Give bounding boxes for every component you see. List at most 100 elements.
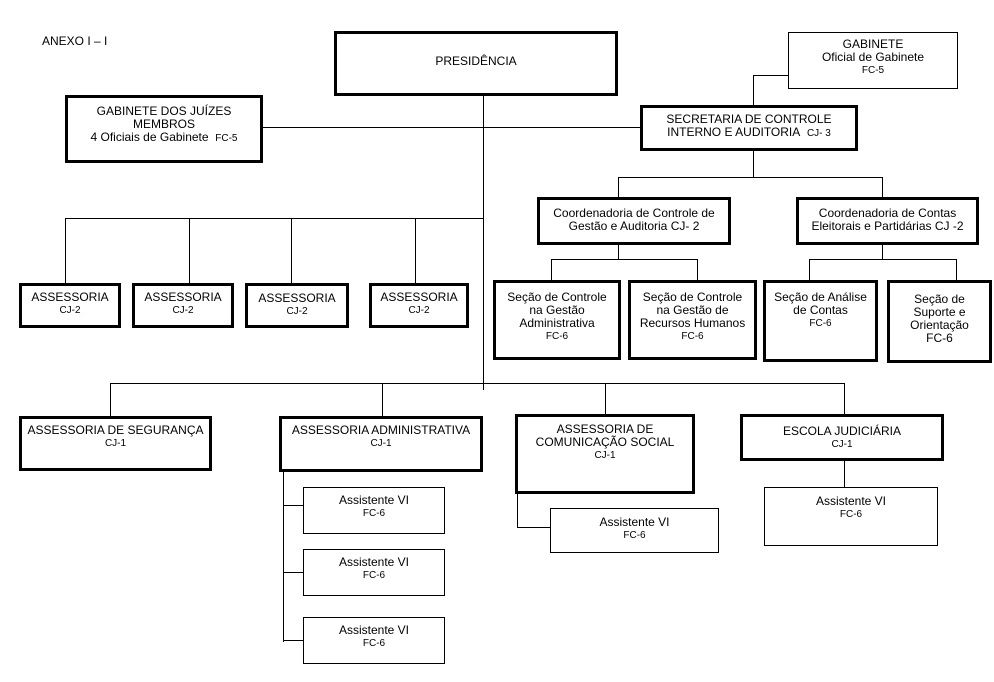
coord-contas-line2: Eleitorais e Partidárias <box>811 219 932 233</box>
bottom-unit-label: ASSESSORIA DE SEGURANÇA <box>27 423 204 437</box>
assistente-box: Assistente VI FC-6 <box>764 487 938 546</box>
bottom-unit-code: CJ-1 <box>594 450 616 461</box>
secao-line: Seção de Controle <box>507 290 607 304</box>
gabinete-juizes-line2: MEMBROS <box>132 117 195 131</box>
secao-box: Seção de Controle na Gestão de Recursos … <box>628 280 757 360</box>
connector-line <box>189 218 190 284</box>
connector-line <box>110 383 845 384</box>
secao-line: Suporte e <box>913 305 966 319</box>
assessoria-label: ASSESSORIA <box>144 290 222 304</box>
connector-line <box>283 572 303 573</box>
secao-line: Recursos Humanos <box>639 316 746 330</box>
bottom-unit-box: ESCOLA JUDICIÁRIA CJ-1 <box>740 414 944 461</box>
bottom-unit-box: ASSESSORIA DE SEGURANÇA CJ-1 <box>19 416 212 471</box>
connector-line <box>753 75 754 106</box>
connector-line <box>483 95 484 390</box>
secao-line: Orientação <box>910 318 969 332</box>
secao-line: Seção de <box>914 292 965 306</box>
bottom-unit-label: COMUNICAÇÃO SOCIAL <box>535 435 675 449</box>
assistente-code: FC-6 <box>623 530 646 541</box>
assistente-label: Assistente VI <box>338 623 410 637</box>
connector-line <box>956 259 957 281</box>
connector-line <box>262 127 640 128</box>
assistente-box: Assistente VI FC-6 <box>550 508 719 553</box>
secao-box: Seção de Análise de Contas FC-6 <box>763 280 878 362</box>
connector-line <box>283 472 284 642</box>
bottom-unit-code: CJ-1 <box>831 439 853 450</box>
assistente-code: FC-6 <box>362 570 386 581</box>
gabinete-title: GABINETE <box>842 37 904 51</box>
gabinete-juizes-line1: GABINETE DOS JUÍZES <box>96 104 232 118</box>
assistente-box: Assistente VI FC-6 <box>303 617 445 664</box>
coord-contas-line1: Coordenadoria de Contas <box>818 206 957 220</box>
connector-line <box>882 177 883 198</box>
coord-contas-code: CJ -2 <box>934 219 964 233</box>
connector-line <box>283 505 303 506</box>
connector-line <box>809 259 810 281</box>
assistente-code: FC-6 <box>839 509 863 520</box>
assistente-box: Assistente VI FC-6 <box>303 487 445 534</box>
connector-line <box>382 383 383 417</box>
coord-contas-box: Coordenadoria de Contas Eleitorais e Par… <box>796 197 979 245</box>
coord-controle-box: Coordenadoria de Controle de Gestão e Au… <box>537 197 731 245</box>
secao-code: FC-6 <box>926 331 953 345</box>
presidencia-box: PRESIDÊNCIA <box>334 31 618 96</box>
connector-line <box>110 383 111 417</box>
assistente-code: FC-6 <box>362 508 386 519</box>
secretaria-line2: INTERNO E AUDITORIA <box>667 125 801 139</box>
coord-controle-line1: Coordenadoria de Controle de <box>553 206 715 220</box>
connector-line <box>65 218 484 219</box>
coord-controle-line2: Gestão e Auditoria <box>568 219 668 233</box>
connector-line <box>517 527 550 528</box>
connector-line <box>844 383 845 415</box>
connector-line <box>618 244 619 259</box>
gabinete-box: GABINETE Oficial de Gabinete FC-5 <box>788 32 958 89</box>
gabinete-code: FC-5 <box>861 65 885 76</box>
secao-box: Seção de Controle na Gestão Administrati… <box>493 280 621 360</box>
secao-code: FC-6 <box>681 331 704 342</box>
assistente-label: Assistente VI <box>815 494 887 508</box>
connector-line <box>753 75 789 76</box>
secao-line: na Gestão <box>529 303 585 317</box>
bottom-unit-label: ASSESSORIA DE <box>556 422 654 436</box>
assistente-box: Assistente VI FC-6 <box>303 549 445 596</box>
assessoria-box: ASSESSORIA CJ-2 <box>369 283 469 328</box>
assessoria-code: CJ-2 <box>59 305 81 316</box>
connector-line <box>605 383 606 415</box>
secretaria-box: SECRETARIA DE CONTROLE INTERNO E AUDITOR… <box>640 105 858 151</box>
assistente-label: Assistente VI <box>338 555 410 569</box>
bottom-unit-box: ASSESSORIA ADMINISTRATIVA CJ-1 <box>279 416 483 472</box>
gabinete-juizes-code: FC-5 <box>215 133 238 144</box>
bottom-unit-label: ASSESSORIA ADMINISTRATIVA <box>291 423 471 437</box>
bottom-unit-code: CJ-1 <box>104 438 127 449</box>
assessoria-label: ASSESSORIA <box>258 291 336 305</box>
assessoria-label: ASSESSORIA <box>380 290 458 304</box>
connector-line <box>618 177 883 178</box>
secretaria-code: CJ- 3 <box>806 128 831 139</box>
secao-line: na Gestão de <box>656 303 729 317</box>
assistente-code: FC-6 <box>362 638 386 649</box>
connector-line <box>844 460 845 488</box>
assessoria-code: CJ-2 <box>408 305 430 316</box>
connector-line <box>291 218 292 284</box>
assessoria-code: CJ-2 <box>286 306 308 317</box>
connector-line <box>283 640 303 641</box>
presidencia-label: PRESIDÊNCIA <box>435 54 517 68</box>
secao-code: FC-6 <box>545 331 569 342</box>
annex-label: ANEXO I – I <box>42 34 108 48</box>
secao-box: Seção de Suporte e Orientação FC-6 <box>887 280 992 363</box>
secao-line: de Contas <box>793 303 848 317</box>
connector-line <box>618 177 619 198</box>
bottom-unit-code: CJ-1 <box>370 438 392 449</box>
connector-line <box>697 259 698 281</box>
secao-line: Seção de Controle <box>642 290 743 304</box>
assessoria-box: ASSESSORIA CJ-2 <box>132 283 234 328</box>
bottom-unit-label: ESCOLA JUDICIÁRIA <box>782 424 902 438</box>
assistente-label: Assistente VI <box>338 493 410 507</box>
assessoria-box: ASSESSORIA CJ-2 <box>245 283 349 328</box>
coord-controle-code: CJ- 2 <box>670 219 700 233</box>
connector-line <box>551 259 698 260</box>
secretaria-line1: SECRETARIA DE CONTROLE <box>666 112 832 126</box>
gabinete-sub: Oficial de Gabinete <box>821 50 925 64</box>
assistente-label: Assistente VI <box>599 515 670 529</box>
